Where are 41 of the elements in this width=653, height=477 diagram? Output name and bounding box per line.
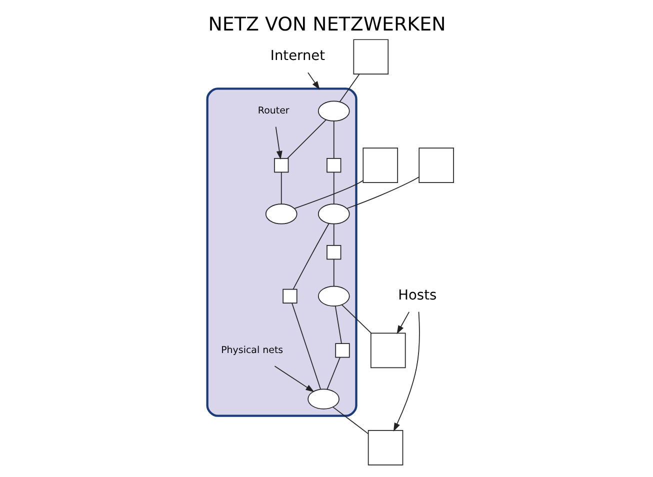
connector [346,176,419,209]
arrow [396,312,410,334]
arrow [274,366,314,392]
node-box [326,158,341,173]
connector [294,180,363,209]
connector [332,224,334,246]
arrow [307,72,320,90]
node-cloud [317,100,350,122]
arrow [392,311,420,432]
node-cloud [307,388,339,410]
connector [291,302,320,390]
node-text: Internet [270,48,325,64]
node-box [418,148,454,183]
connector [286,119,326,159]
connector [332,172,334,204]
node-box [362,148,398,183]
node-cloud [317,286,350,307]
arrow [274,126,282,160]
node-cloud [317,204,350,224]
connector [334,306,342,344]
connector [338,74,360,102]
node-box [326,244,341,260]
node-box [282,288,297,304]
node-text: Router [257,105,289,116]
diagram-title: NETZ VON NETZWERKEN [208,14,446,36]
node-text: Hosts [398,287,436,304]
connector [340,304,372,334]
node-box [274,158,288,173]
connector [332,258,334,287]
node-box [367,430,403,466]
node-cloud [264,204,297,224]
connector [280,172,282,204]
connector [332,406,368,434]
node-box [352,39,388,74]
cluster [206,88,357,417]
node-box [334,343,350,358]
connector [332,120,334,159]
connector [292,223,329,290]
node-text: Physical nets [220,344,283,356]
connector [326,356,340,390]
node-box [370,332,406,368]
